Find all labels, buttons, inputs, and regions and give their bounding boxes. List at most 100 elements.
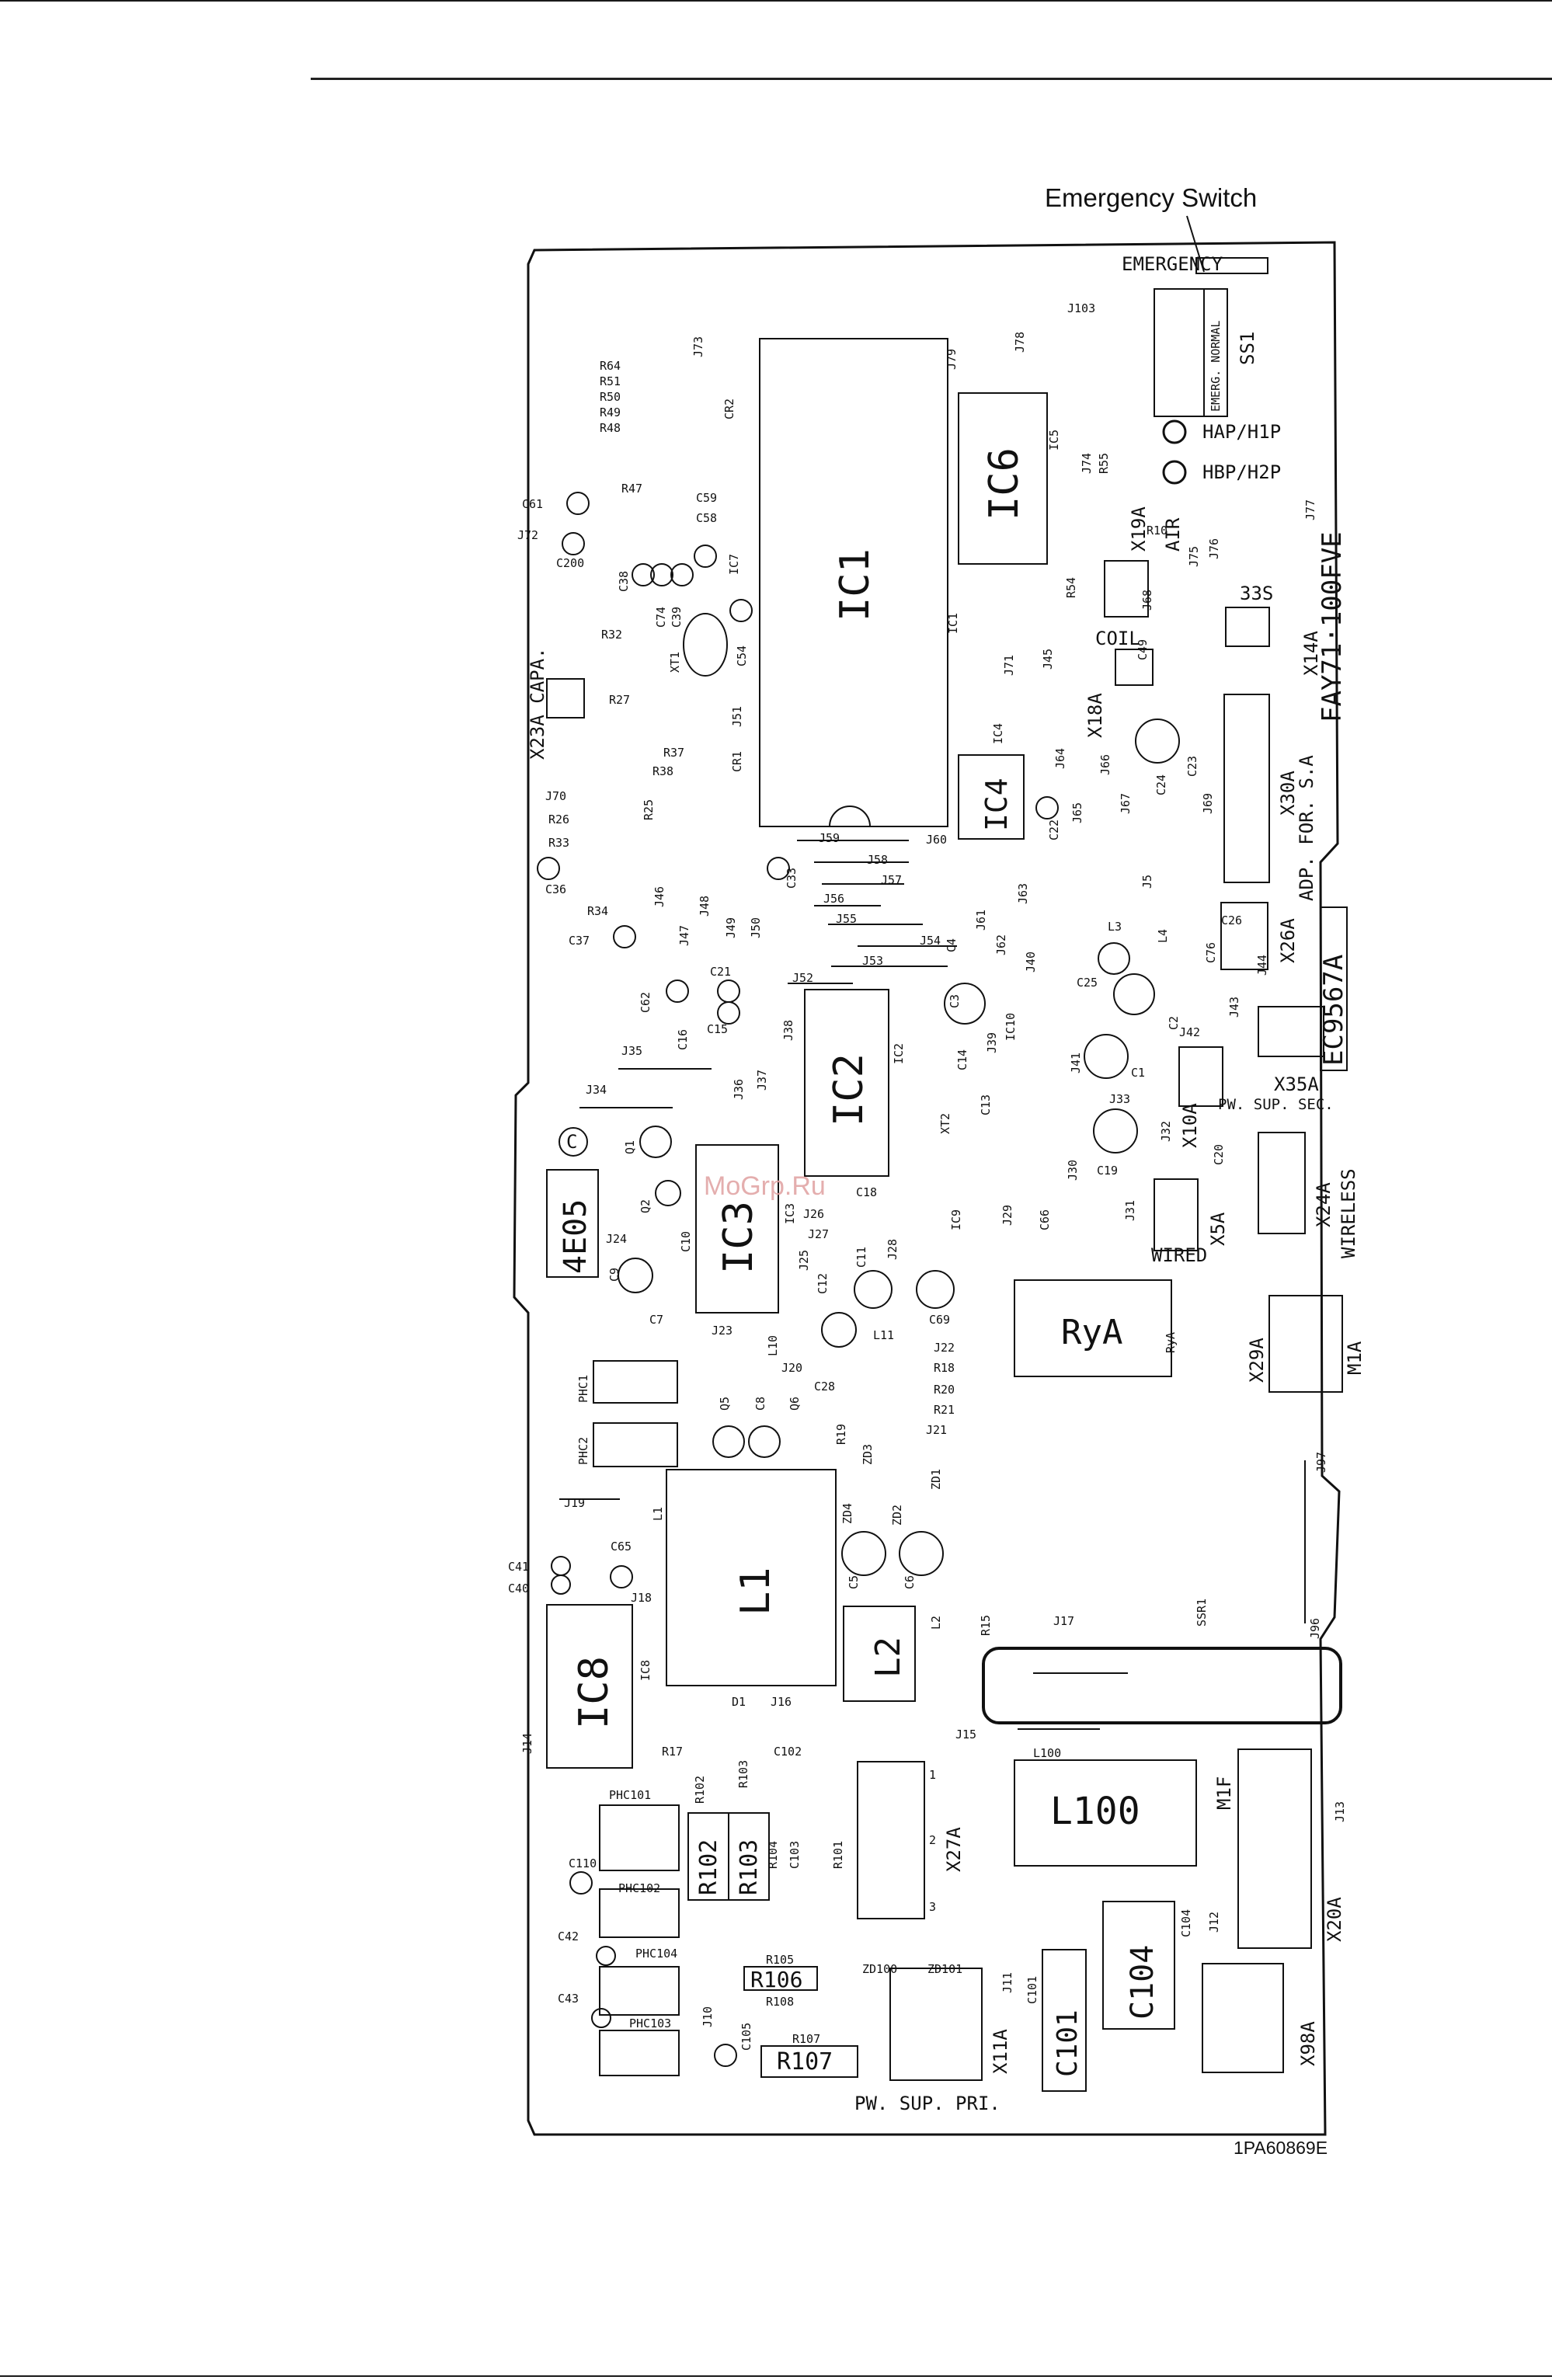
hbp-label: HBP/H2P — [1202, 461, 1281, 483]
label-r49: R49 — [600, 405, 621, 419]
label-q6: Q6 — [788, 1397, 802, 1411]
label-r47: R47 — [621, 482, 642, 496]
label-c43: C43 — [558, 1992, 579, 2006]
watermark: MoGrp.Ru — [704, 1171, 826, 1201]
resistor-r107 — [760, 2045, 858, 2078]
photocoupler-phc102 — [599, 1888, 680, 1938]
x10a-label: X10A — [1179, 1103, 1201, 1148]
label-j11: J11 — [1000, 1972, 1014, 1993]
label-j10: J10 — [701, 2006, 715, 2027]
label-j16: J16 — [771, 1695, 792, 1709]
r102-label: R102 — [695, 1839, 722, 1895]
label-j19: J19 — [564, 1496, 585, 1510]
label-r15: R15 — [979, 1615, 993, 1636]
x19a-label: X19A — [1128, 506, 1150, 552]
capacitor-c104 — [1102, 1901, 1175, 2030]
label-r19: R19 — [834, 1424, 848, 1445]
label-c1: C1 — [1131, 1066, 1145, 1080]
label-c110: C110 — [569, 1856, 597, 1870]
connector-x14a — [1225, 607, 1270, 647]
board-code-box — [546, 1169, 599, 1278]
board-code-label: 4E05 — [558, 1199, 593, 1274]
label-j45: J45 — [1041, 649, 1055, 670]
bottom-rule — [0, 2375, 1552, 2377]
label-j66: J66 — [1098, 754, 1112, 775]
phc1-label: PHC1 — [576, 1375, 590, 1403]
label-r55: R55 — [1097, 453, 1111, 474]
label-r32: R32 — [601, 628, 622, 642]
label-c8: C8 — [753, 1397, 767, 1411]
label-l4: L4 — [1156, 929, 1170, 943]
x24a-label: X24A — [1313, 1182, 1335, 1227]
top-rule — [0, 0, 1552, 2]
label-j20: J20 — [781, 1361, 802, 1375]
photocoupler-phc104 — [599, 1966, 680, 2016]
connector-x18a — [1115, 649, 1154, 686]
label-j67: J67 — [1119, 793, 1133, 814]
l100-label: L100 — [1050, 1790, 1140, 1833]
label-j55: J55 — [836, 912, 857, 926]
label-c62: C62 — [639, 992, 652, 1013]
label-r20: R20 — [934, 1383, 955, 1397]
label-j44: J44 — [1255, 955, 1269, 976]
label-c39: C39 — [670, 607, 684, 628]
label-c66: C66 — [1038, 1209, 1052, 1230]
label-r101: R101 — [831, 1841, 845, 1869]
led-hap — [1162, 419, 1187, 444]
model-label: FAY71·100FVE — [1317, 531, 1348, 722]
label-j79: J79 — [945, 349, 959, 370]
label-j74: J74 — [1080, 453, 1094, 474]
label-j18: J18 — [631, 1591, 652, 1605]
label-j38: J38 — [781, 1020, 795, 1041]
label-j14: J14 — [520, 1733, 534, 1754]
label-c40: C40 — [508, 1581, 529, 1595]
coil-label: COIL — [1095, 628, 1140, 649]
label-c6: C6 — [903, 1575, 917, 1589]
label-j68: J68 — [1140, 590, 1154, 611]
emergency-label: EMERGENCY — [1122, 253, 1223, 275]
connector-x98a — [1202, 1963, 1284, 2073]
label-ic1-small: IC1 — [946, 613, 960, 634]
label-j46: J46 — [652, 886, 666, 907]
m1f-label: M1F — [1213, 1776, 1235, 1810]
board-outline — [513, 241, 1341, 2136]
ic4-label: IC4 — [980, 778, 1014, 831]
label-j76: J76 — [1207, 538, 1221, 559]
label-j73: J73 — [691, 336, 705, 357]
emergency-switch[interactable] — [1203, 288, 1228, 417]
label-r108: R108 — [766, 1995, 794, 2009]
rev-circle — [559, 1127, 588, 1157]
label-c11: C11 — [854, 1247, 868, 1268]
adp-label: ADP. FOR. S.A — [1296, 755, 1317, 901]
label-r18: R18 — [934, 1361, 955, 1375]
label-j25: J25 — [797, 1250, 811, 1271]
connector-x35a — [1258, 1006, 1324, 1057]
label-j15: J15 — [955, 1728, 976, 1742]
pw-sec-label: PW. SUP. SEC. — [1218, 1096, 1334, 1113]
label-r38: R38 — [652, 764, 673, 778]
label-r102-small: R102 — [693, 1776, 707, 1804]
label-ic8-small: IC8 — [639, 1660, 652, 1681]
relay-rya — [1014, 1279, 1172, 1377]
photocoupler-phc2 — [593, 1422, 678, 1467]
ic3-body — [695, 1144, 779, 1314]
label-c22: C22 — [1047, 819, 1061, 840]
label-j71: J71 — [1002, 655, 1016, 676]
label-c4: C4 — [945, 938, 959, 952]
label-c49: C49 — [1136, 639, 1150, 660]
inductor-l1 — [666, 1469, 837, 1686]
led-hbp — [1162, 460, 1187, 485]
label-l2-small: L2 — [929, 1616, 943, 1630]
label-r107-small: R107 — [792, 2032, 820, 2046]
label-ic4-small: IC4 — [991, 723, 1005, 744]
label-ic7: IC7 — [727, 554, 741, 575]
label-j40: J40 — [1024, 952, 1038, 973]
label-xt1: XT1 — [668, 652, 682, 673]
label-zd101: ZD101 — [927, 1962, 962, 1976]
label-pin3: 3 — [929, 1900, 936, 1914]
label-c41: C41 — [508, 1560, 529, 1574]
label-j41: J41 — [1069, 1053, 1083, 1073]
connector-x29a — [1268, 1295, 1343, 1393]
connector-x5a — [1154, 1178, 1199, 1251]
x11a-label: X11A — [990, 2029, 1011, 2074]
